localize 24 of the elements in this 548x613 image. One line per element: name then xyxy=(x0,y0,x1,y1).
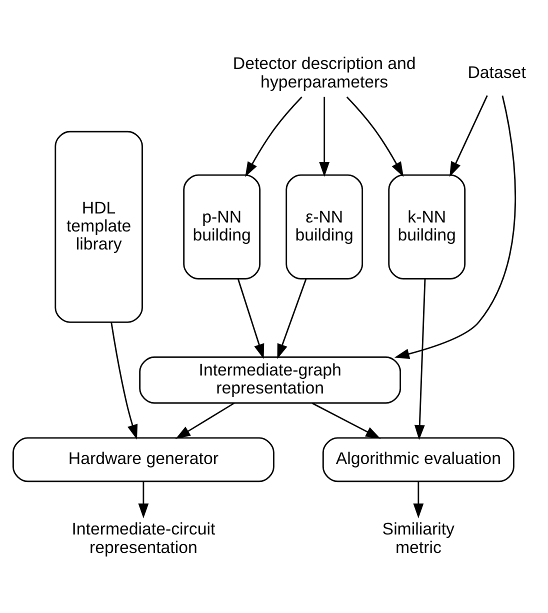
arrow xyxy=(450,95,488,177)
node-box: k-NN building xyxy=(388,174,466,280)
node-box: HDL template library xyxy=(54,130,143,323)
node-box: p-NN building xyxy=(183,174,261,280)
arrow xyxy=(237,278,264,359)
node-box: Hardware generator xyxy=(12,437,274,482)
node-box: Intermediate-graph representation xyxy=(139,356,402,404)
arrow xyxy=(138,482,149,518)
node-text: Detector description and hyperparameters xyxy=(232,54,416,92)
node-text: Intermediate-circuit representation xyxy=(72,520,216,557)
arrow xyxy=(346,96,404,177)
node-text: Dataset xyxy=(468,63,526,82)
arrow xyxy=(245,96,302,177)
node-box: ε-NN building xyxy=(286,174,364,280)
arrow xyxy=(110,322,138,440)
arrow xyxy=(413,482,424,518)
node-text: Similiarity metric xyxy=(382,520,455,557)
arrow xyxy=(319,96,330,177)
arrow xyxy=(394,96,516,360)
node-box: Algorithmic evaluation xyxy=(322,437,514,482)
arrow xyxy=(414,279,426,440)
arrow xyxy=(175,402,234,439)
arrow xyxy=(312,402,381,439)
arrow xyxy=(277,278,307,359)
